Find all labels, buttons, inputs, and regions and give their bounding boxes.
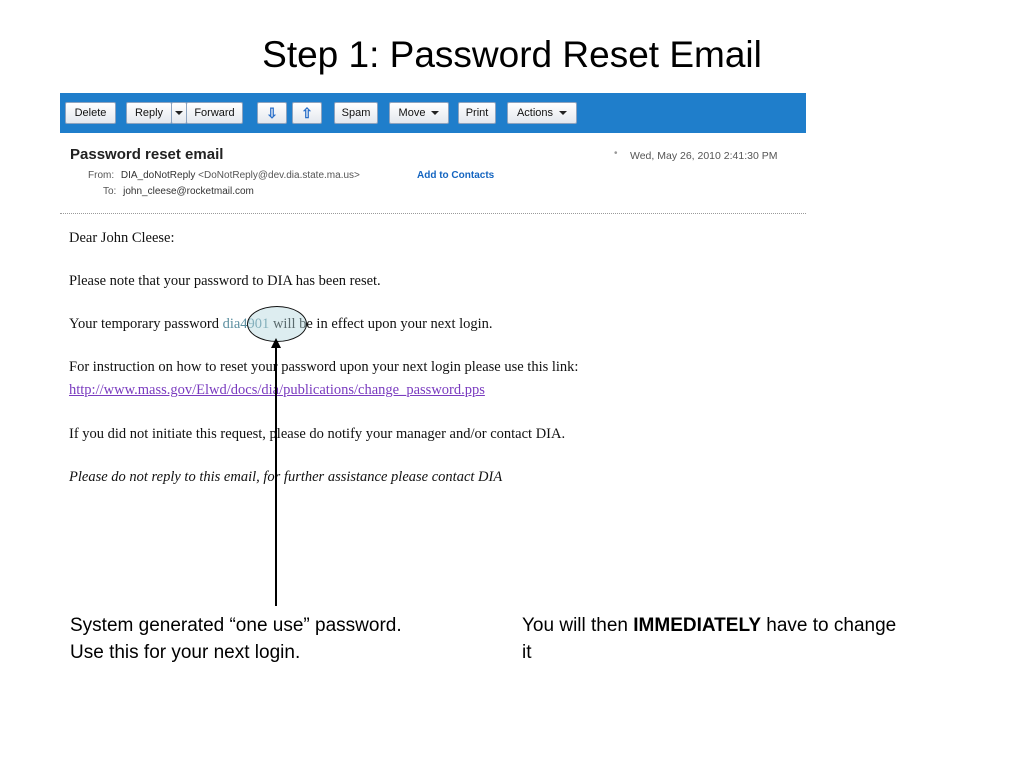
to-label: To:: [103, 186, 117, 197]
reset-notice: Please note that your password to DIA ha…: [69, 273, 381, 289]
sender-name[interactable]: DIA_doNotReply: [120, 170, 196, 181]
immediately-emphasis: IMMEDIATELY: [633, 615, 761, 636]
temp-password-prefix: Your temporary password: [69, 316, 223, 332]
recipient-email: john_cleese@rocketmail.com: [123, 186, 254, 197]
previous-message-button[interactable]: ⇧: [292, 102, 322, 124]
change-caption-post: have to change it: [522, 615, 897, 663]
spam-button[interactable]: Spam: [334, 102, 378, 124]
email-date: Wed, May 26, 2010 2:41:30 PM: [630, 150, 778, 162]
from-label: From:: [88, 170, 115, 181]
notify-line: If you did not initiate this request, pl…: [69, 426, 566, 442]
chevron-down-icon: [175, 111, 183, 115]
to-row: To: john_cleese@rocketmail.com: [103, 186, 254, 197]
email-subject: Password reset email: [70, 146, 224, 163]
temporary-password-line: Your temporary password dia4901 will be …: [69, 316, 493, 333]
actions-button[interactable]: Actions: [507, 102, 577, 124]
delete-label: Delete: [74, 107, 107, 119]
email-toolbar: Delete Reply Forward ⇩ ⇧ Spam Move Print…: [60, 93, 806, 133]
header-divider: [60, 213, 806, 214]
reply-label: Reply: [134, 107, 164, 119]
actions-label: Actions: [516, 107, 554, 119]
move-label: Move: [398, 107, 426, 119]
reply-button[interactable]: Reply: [126, 102, 172, 124]
reply-dropdown-button[interactable]: [171, 102, 187, 124]
spam-label: Spam: [341, 107, 371, 119]
delete-button[interactable]: Delete: [65, 102, 116, 124]
do-not-reply-line: Please do not reply to this email, for f…: [69, 469, 503, 485]
add-to-contacts-link[interactable]: Add to Contacts: [417, 170, 495, 181]
change-caption: You will then IMMEDIATELY have to change…: [522, 612, 902, 666]
email-screenshot: Delete Reply Forward ⇩ ⇧ Spam Move Print…: [60, 93, 806, 513]
print-label: Print: [465, 107, 489, 119]
temp-password-suffix: will be in effect upon your next login.: [269, 316, 493, 332]
sender-email: <DoNotReply@dev.dia.state.ma.us>: [198, 170, 360, 181]
from-row: From: DIA_doNotReply <DoNotReply@dev.dia…: [88, 170, 360, 181]
password-caption: System generated “one use” password. Use…: [70, 615, 402, 663]
arrow-down-icon: ⇩: [266, 105, 278, 121]
password-highlight-oval: [247, 306, 307, 342]
forward-button[interactable]: Forward: [186, 102, 243, 124]
slide-title: Step 1: Password Reset Email: [262, 34, 762, 75]
greeting: Dear John Cleese:: [69, 230, 175, 246]
forward-label: Forward: [194, 107, 235, 119]
instruction-line: For instruction on how to reset your pas…: [69, 359, 579, 375]
bullet-icon: •: [614, 148, 618, 159]
move-button[interactable]: Move: [389, 102, 449, 124]
chevron-down-icon: [431, 111, 440, 115]
change-caption-pre: You will then: [522, 615, 634, 636]
callout-arrow: [271, 338, 281, 606]
arrow-up-icon: ⇧: [301, 105, 313, 121]
next-message-button[interactable]: ⇩: [257, 102, 287, 124]
chevron-down-icon: [559, 111, 568, 115]
print-button[interactable]: Print: [458, 102, 496, 124]
